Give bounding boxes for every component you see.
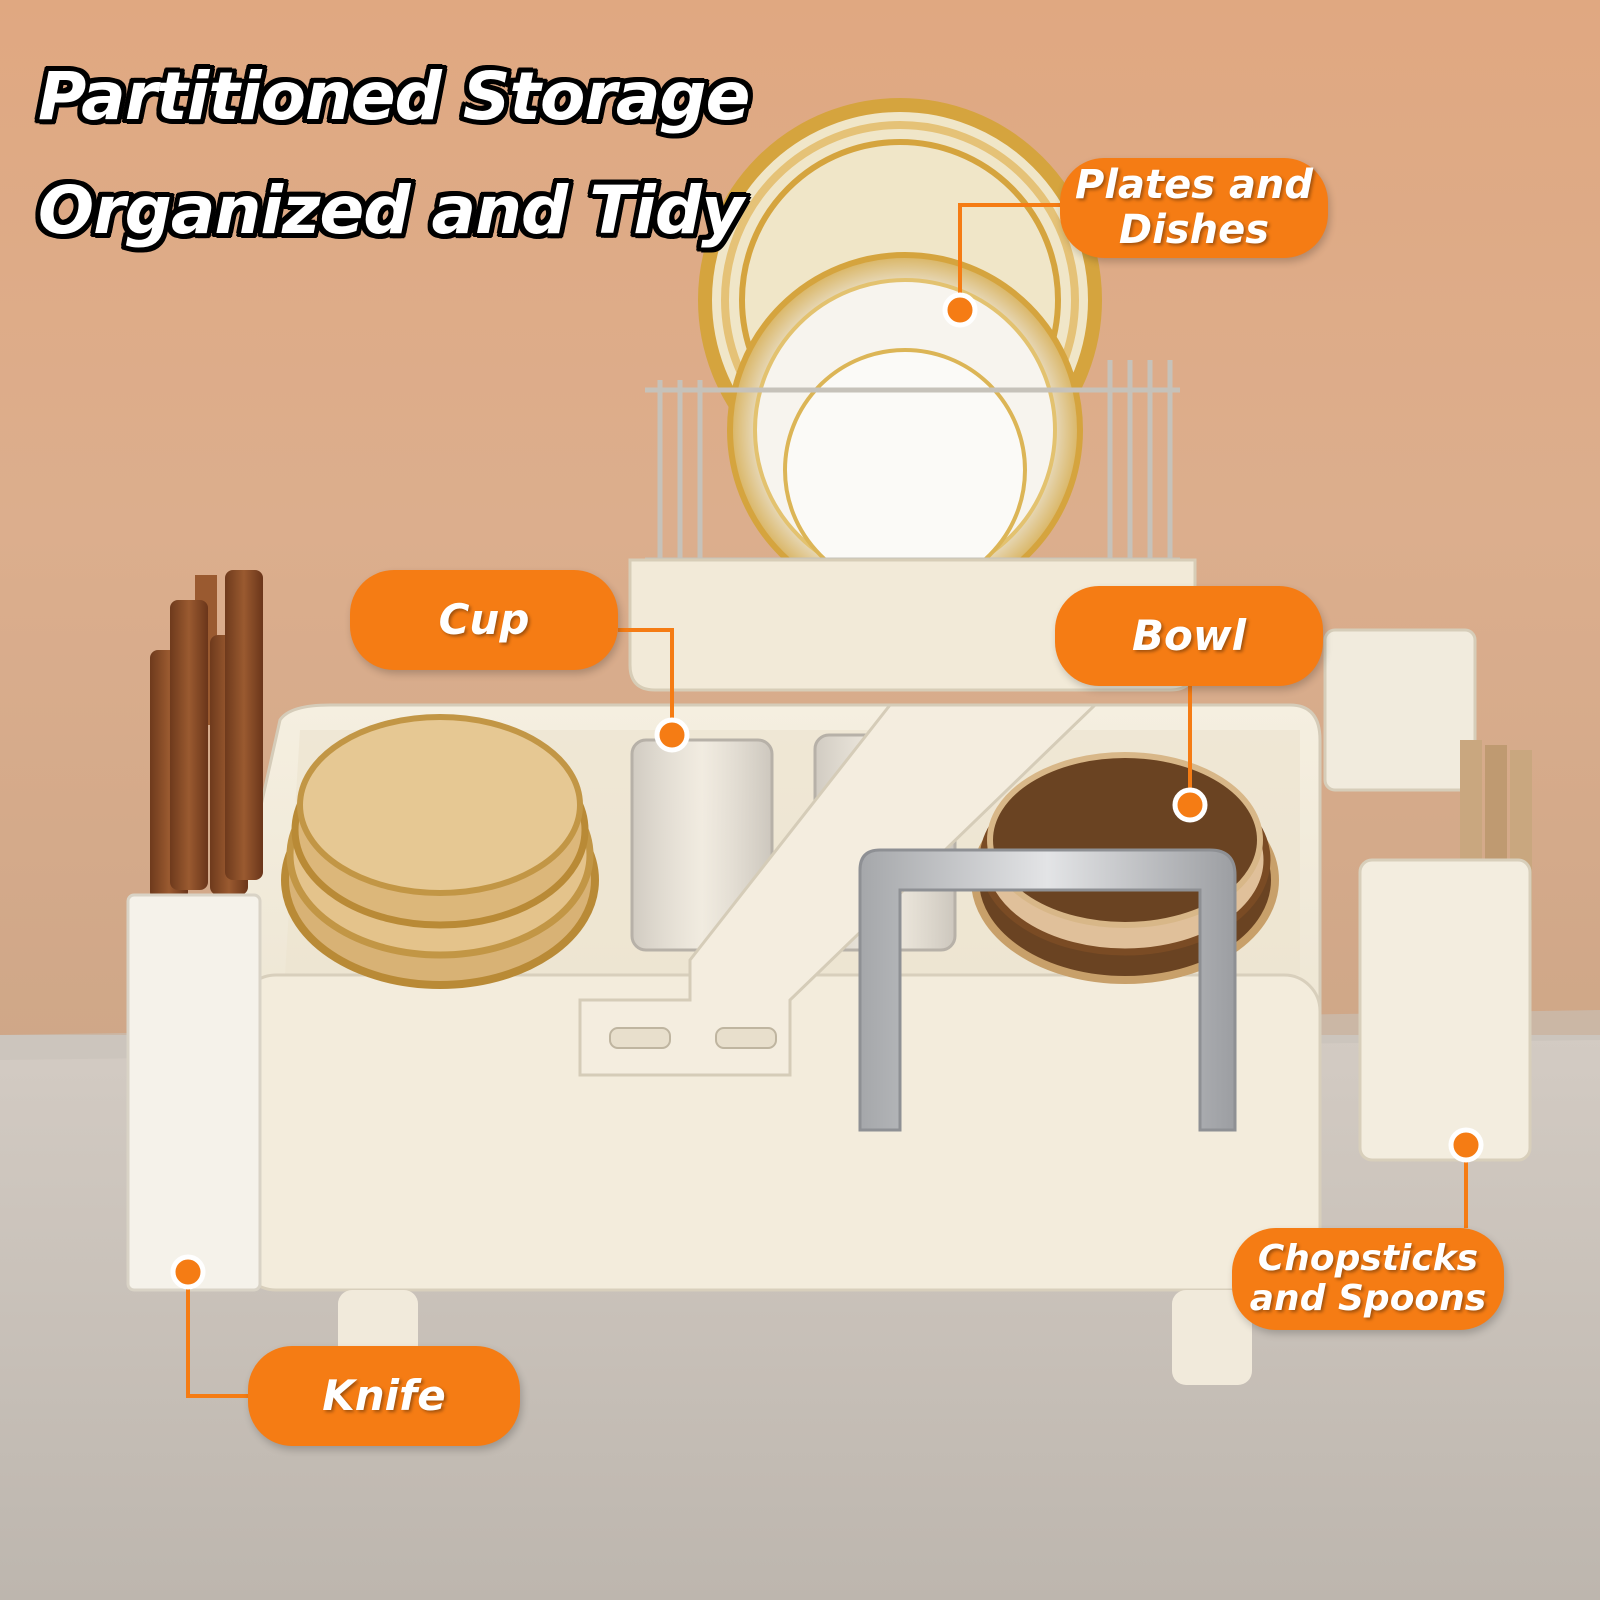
callout-bowl-label: Bowl (1131, 611, 1247, 661)
callout-chopsticks-line-2: and Spoons (1249, 1278, 1487, 1319)
support-arm (578, 703, 1099, 1077)
lower-plates-left (281, 714, 599, 989)
rack-leg-right (1172, 1290, 1252, 1385)
callout-knife-label: Knife (322, 1371, 446, 1421)
metal-handle (858, 848, 1237, 1132)
knife-holder (126, 570, 263, 1292)
callout-cup-label: Cup (438, 595, 530, 645)
callout-cup: Cup (350, 570, 618, 670)
callout-plates-and-dishes: Plates and Dishes (1060, 158, 1328, 258)
callout-chopsticks-and-spoons: Chopsticks and Spoons (1232, 1228, 1504, 1330)
callout-plates-line-1: Plates and (1074, 162, 1314, 209)
callout-bowl: Bowl (1055, 586, 1323, 686)
headline-line-1: Partitioned Storage (38, 58, 750, 135)
callout-knife: Knife (248, 1346, 520, 1446)
headline-line-2: Organized and Tidy (38, 172, 744, 249)
callout-plates-line-2: Dishes (1118, 207, 1270, 253)
callout-chopsticks-line-1: Chopsticks (1257, 1237, 1479, 1279)
utensil-holder (1323, 628, 1532, 1162)
callout-dots (170, 292, 1484, 1290)
upper-plate-rack (628, 98, 1197, 692)
upper-plates (698, 98, 1102, 608)
